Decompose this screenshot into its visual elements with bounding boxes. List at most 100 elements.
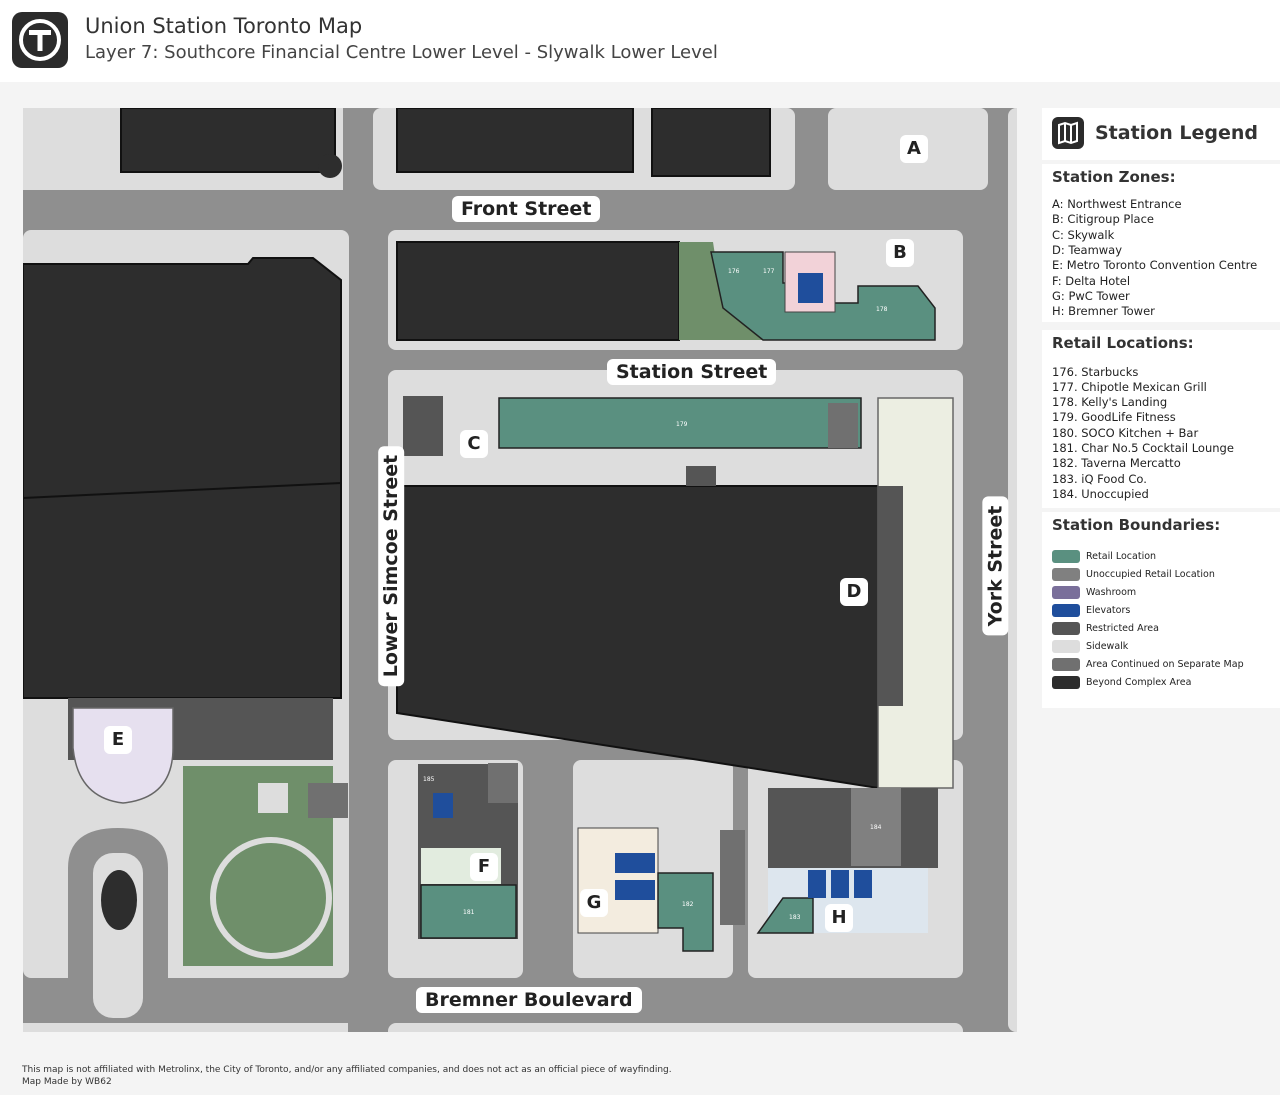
park: [679, 242, 763, 340]
legend-zones-title: Station Zones:: [1052, 168, 1176, 186]
station-legend: Station Legend Station Zones: A: Northwe…: [1042, 108, 1280, 708]
unoccupied-retail: [851, 788, 901, 866]
zone-marker-g[interactable]: G: [580, 889, 608, 917]
legend-swatch: [1052, 586, 1080, 599]
zone-marker-d[interactable]: D: [840, 578, 868, 606]
building: [651, 108, 771, 177]
legend-title: Station Legend: [1095, 122, 1258, 144]
unit-label: 183: [789, 914, 801, 921]
legend-retail-section: Retail Locations: 176. Starbucks 177. Ch…: [1042, 330, 1280, 508]
ramp: [720, 830, 745, 925]
street-label-front: Front Street: [452, 196, 601, 222]
retail-location: [420, 884, 517, 939]
building: [396, 108, 634, 173]
area-continued: [308, 783, 348, 818]
zone-marker-h[interactable]: H: [825, 904, 853, 932]
zone-e-area: [72, 707, 174, 804]
legend-swatch-label: Washroom: [1086, 587, 1137, 598]
page-title: Union Station Toronto Map: [85, 14, 363, 38]
restricted-area: [878, 486, 903, 706]
legend-retail-item: 181. Char No.5 Cocktail Lounge: [1052, 441, 1234, 455]
legend-retail-item: 183. iQ Food Co.: [1052, 472, 1147, 486]
unit-label: 177: [763, 268, 775, 275]
park-path: [210, 837, 332, 959]
unit-label: 176: [728, 268, 740, 275]
building: [101, 870, 137, 930]
building: [318, 154, 342, 178]
legend-swatch-label: Area Continued on Separate Map: [1086, 659, 1244, 670]
zone-marker-f[interactable]: F: [470, 853, 498, 881]
elevator: [433, 793, 453, 818]
legend-swatch: [1052, 622, 1080, 635]
map-icon: [1052, 117, 1084, 149]
building: [120, 108, 336, 173]
park-structure: [258, 783, 288, 813]
area-continued: [488, 763, 518, 803]
elevator: [831, 870, 849, 898]
unit-label: 182: [682, 901, 694, 908]
zone-marker-e[interactable]: E: [104, 726, 132, 754]
legend-zone-item: C: Skywalk: [1052, 228, 1115, 242]
legend-swatch: [1052, 640, 1080, 653]
retail-location: [657, 872, 714, 952]
unit-label: 181: [463, 909, 475, 916]
station-map[interactable]: 176 177 178 179 181 182 183 184 185 Fron…: [23, 108, 1017, 1032]
legend-retail-item: 178. Kelly's Landing: [1052, 395, 1168, 409]
elevator: [615, 853, 655, 873]
legend-zones-section: Station Zones: A: Northwest Entrance B: …: [1042, 164, 1280, 322]
legend-zone-item: H: Bremner Tower: [1052, 304, 1155, 318]
map-canvas: 176 177 178 179 181 182 183 184 185: [23, 108, 1017, 1032]
legend-zone-item: D: Teamway: [1052, 243, 1123, 257]
legend-swatch: [1052, 658, 1080, 671]
legend-swatch: [1052, 550, 1080, 563]
retail-location: [710, 251, 936, 341]
header: Union Station Toronto Map Layer 7: South…: [0, 0, 1280, 82]
street-label-york: York Street: [982, 496, 1009, 636]
legend-swatch-label: Retail Location: [1086, 551, 1157, 562]
restricted-area: [403, 396, 443, 456]
legend-retail-item: 180. SOCO Kitchen + Bar: [1052, 426, 1199, 440]
building: [396, 241, 680, 341]
legend-header: Station Legend: [1042, 108, 1280, 160]
building-divider: [23, 482, 342, 499]
legend-swatch: [1052, 676, 1080, 689]
legend-swatch-label: Sidewalk: [1086, 641, 1129, 652]
unit-label: 178: [876, 306, 888, 313]
legend-retail-item: 179. GoodLife Fitness: [1052, 410, 1176, 424]
zone-marker-c[interactable]: C: [460, 430, 488, 458]
street-label-station: Station Street: [607, 359, 777, 385]
sidewalk-block: [23, 1023, 348, 1032]
building: [396, 485, 879, 790]
retail-location: [756, 897, 814, 934]
legend-zone-item: G: PwC Tower: [1052, 289, 1130, 303]
elevator: [808, 870, 826, 898]
retail-location: [498, 397, 862, 449]
legend-retail-item: 184. Unoccupied: [1052, 487, 1149, 501]
legend-swatch-label: Restricted Area: [1086, 623, 1159, 634]
sidewalk-block: [388, 1023, 963, 1032]
footer-credit: Map Made by WB62: [22, 1077, 112, 1087]
street-label-bremner: Bremner Boulevard: [416, 987, 642, 1013]
zone-marker-b[interactable]: B: [886, 239, 914, 267]
legend-boundaries-title: Station Boundaries:: [1052, 516, 1221, 534]
unit-label: 185: [423, 776, 435, 783]
legend-retail-item: 176. Starbucks: [1052, 365, 1139, 379]
transit-logo-icon: [12, 12, 68, 68]
zone-marker-a[interactable]: A: [900, 135, 928, 163]
legend-swatch: [1052, 604, 1080, 617]
street-label-lower-simcoe: Lower Simcoe Street: [378, 445, 405, 687]
legend-zone-item: F: Delta Hotel: [1052, 274, 1131, 288]
page-subtitle: Layer 7: Southcore Financial Centre Lowe…: [85, 42, 718, 63]
legend-swatch-label: Beyond Complex Area: [1086, 677, 1192, 688]
elevator: [798, 273, 823, 303]
legend-retail-item: 177. Chipotle Mexican Grill: [1052, 380, 1207, 394]
area-continued: [828, 403, 858, 448]
building: [23, 257, 342, 699]
legend-swatch-label: Unoccupied Retail Location: [1086, 569, 1215, 580]
restricted-area: [686, 466, 716, 486]
legend-retail-title: Retail Locations:: [1052, 334, 1194, 352]
legend-zone-item: E: Metro Toronto Convention Centre: [1052, 258, 1258, 272]
sidewalk-block: [1008, 108, 1017, 1032]
unit-label: 179: [676, 421, 688, 428]
legend-retail-item: 182. Taverna Mercatto: [1052, 456, 1181, 470]
